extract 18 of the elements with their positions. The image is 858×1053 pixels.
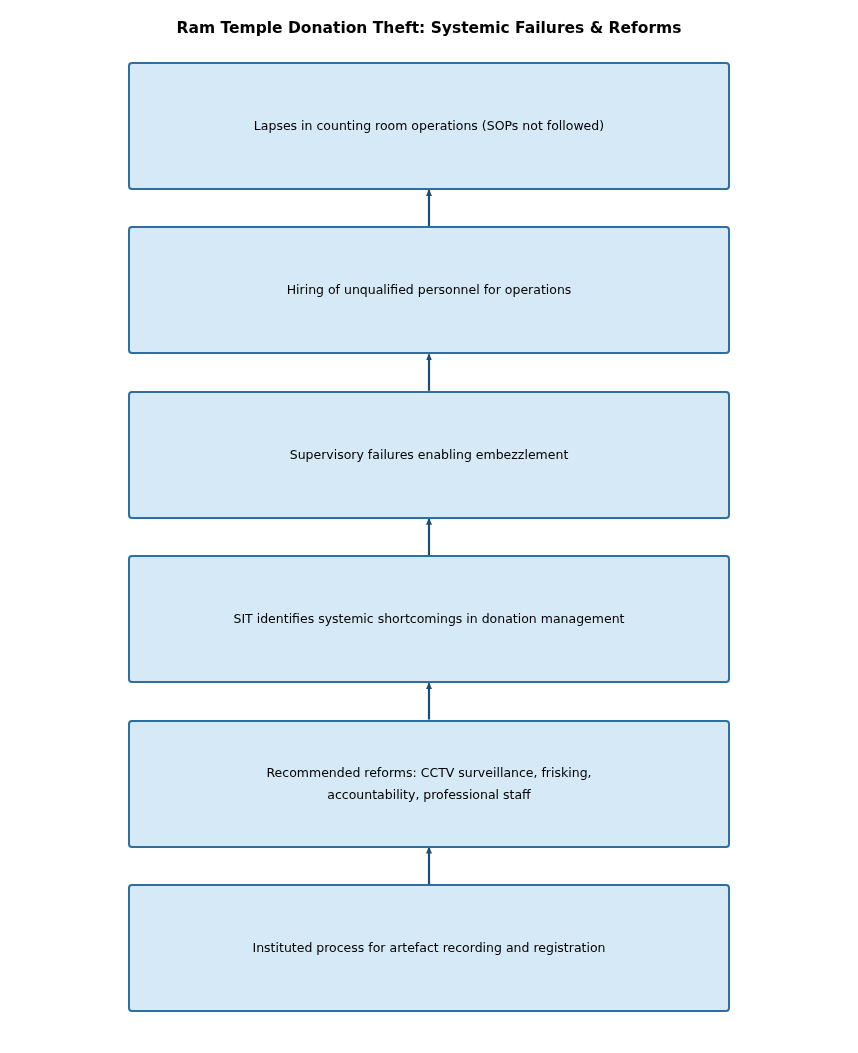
process-box	[128, 719, 730, 848]
process-box	[128, 226, 730, 355]
process-box	[128, 555, 730, 684]
arrow	[426, 189, 432, 227]
arrow	[426, 846, 432, 884]
process-box	[128, 884, 730, 1012]
box-text: Supervisory failures enabling embezzlement	[289, 445, 569, 464]
box-text: Recommended reforms: CCTV surveillance, frisking, accountability, professional staff	[265, 763, 593, 804]
arrow	[426, 517, 432, 556]
box-text: SIT identifies systemic shortcomings in donation management	[233, 610, 625, 629]
process-box	[128, 62, 730, 190]
box-text: Instituted process for artefact recording and registration	[252, 939, 606, 957]
box-text: Hiring of unqualified personnel for operations	[286, 281, 572, 300]
arrow	[426, 353, 432, 391]
arrow	[426, 682, 432, 720]
diagram-title: Ram Temple Donation Theft: Systemic Failures & Reforms	[175, 18, 683, 39]
box-text: Lapses in counting room operations (SOPs not followed)	[253, 117, 605, 135]
process-box	[128, 390, 730, 519]
